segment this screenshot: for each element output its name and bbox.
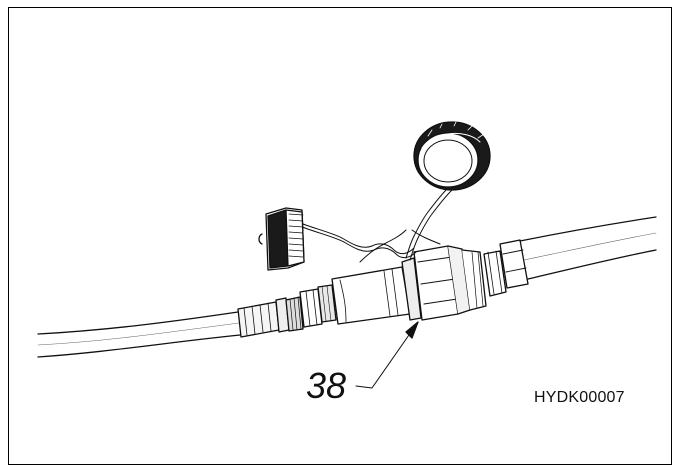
left-hose <box>37 311 241 358</box>
left-hose-ferrule <box>237 297 290 338</box>
hex-dust-cap <box>413 121 491 191</box>
left-nipple <box>285 284 337 332</box>
chain-links <box>297 187 453 263</box>
right-hose <box>519 216 657 280</box>
female-coupler-sleeve <box>401 245 487 321</box>
figure-border <box>8 7 672 465</box>
figure-id: HYDK00007 <box>534 389 625 406</box>
male-coupler-body <box>331 266 411 325</box>
threaded-dust-plug <box>258 207 305 271</box>
arrow-leader-icon <box>405 321 419 339</box>
callout-number: 38 <box>306 365 347 406</box>
leader-line <box>355 321 419 389</box>
right-hex-nut <box>483 239 529 297</box>
